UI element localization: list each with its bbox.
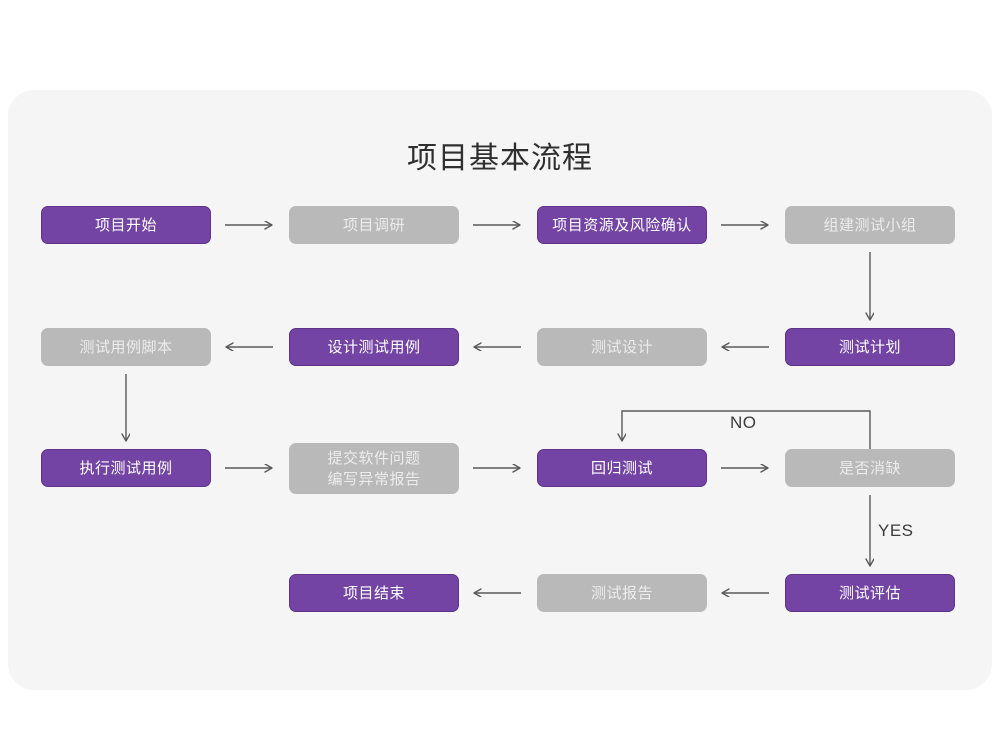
node-test-case-script[interactable]: 测试用例脚本 [41, 328, 211, 366]
node-design-test-case[interactable]: 设计测试用例 [289, 328, 459, 366]
node-test-report[interactable]: 测试报告 [537, 574, 707, 612]
node-project-end[interactable]: 项目结束 [289, 574, 459, 612]
node-test-design[interactable]: 测试设计 [537, 328, 707, 366]
node-project-research[interactable]: 项目调研 [289, 206, 459, 244]
edge-label-no: NO [730, 413, 757, 432]
node-resource-risk-confirm[interactable]: 项目资源及风险确认 [537, 206, 707, 244]
node-execute-test-case[interactable]: 执行测试用例 [41, 449, 211, 487]
node-project-start[interactable]: 项目开始 [41, 206, 211, 244]
node-regression-test[interactable]: 回归测试 [537, 449, 707, 487]
node-test-plan[interactable]: 测试计划 [785, 328, 955, 366]
node-submit-issue-report[interactable]: 提交软件问题 编写异常报告 [289, 443, 459, 494]
node-defect-resolved[interactable]: 是否消缺 [785, 449, 955, 487]
edge-label-yes: YES [878, 521, 914, 540]
node-form-test-team[interactable]: 组建测试小组 [785, 206, 955, 244]
node-test-evaluation[interactable]: 测试评估 [785, 574, 955, 612]
page-title: 项目基本流程 [407, 142, 593, 175]
